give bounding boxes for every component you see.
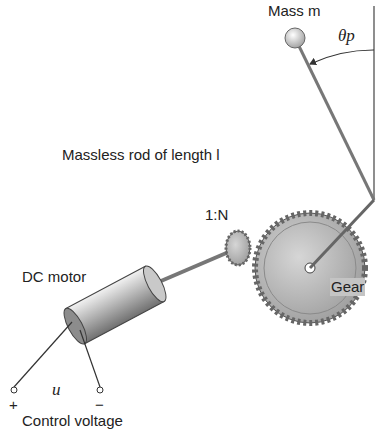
angle-label: θp [338,26,355,46]
gear-label: Gear [330,278,365,296]
voltage-caption: Control voltage [22,412,123,430]
terminal-plus: + [9,396,18,414]
gear-ratio-label: 1:N [205,206,228,224]
terminal-minus: − [95,396,104,414]
motor-label: DC motor [22,268,86,286]
mass-label: Mass m [268,2,321,20]
rod-label: Massless rod of length l [62,146,220,164]
voltage-symbol: u [52,380,61,400]
